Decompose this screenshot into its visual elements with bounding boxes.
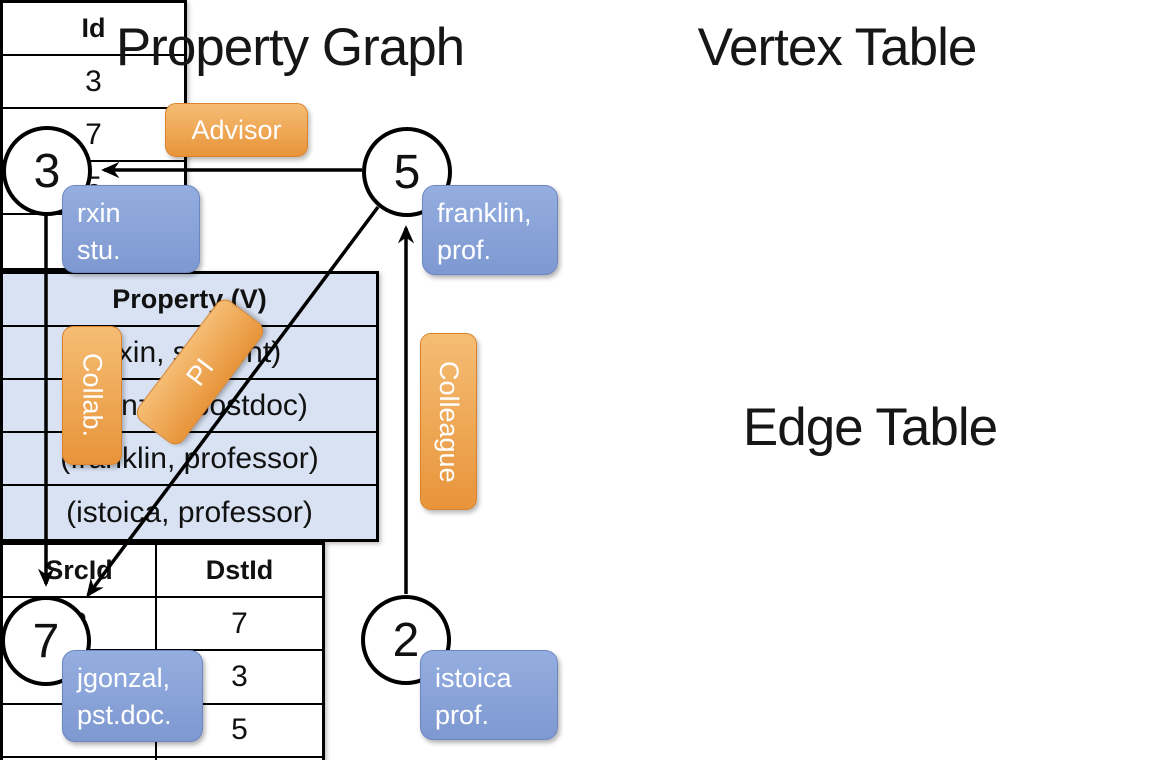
vertex-box-line: prof. <box>435 700 490 731</box>
graph-edges <box>37 161 415 598</box>
table-cell: 7 <box>3 109 184 162</box>
table-cell: (istoica, professor) <box>3 486 376 539</box>
edge-label-collab: Collab. <box>62 326 122 465</box>
vertex-table-header-id: Id <box>3 3 184 56</box>
vertex-box-line: stu. <box>77 235 121 266</box>
vertex-box-istoica: istoica prof. <box>420 650 558 740</box>
vertex-box-line: istoica <box>435 663 512 693</box>
table-cell: 5 <box>157 705 322 758</box>
vertex-box-line: pst.doc. <box>77 700 172 731</box>
node-circle-5: 5 <box>362 127 452 217</box>
property-graph-title: Property Graph <box>115 18 465 77</box>
vertex-table-title: Vertex Table <box>697 18 978 77</box>
vertex-box-line: rxin <box>77 198 121 228</box>
edge-label-colleague: Colleague <box>420 333 477 510</box>
edge-table-header-dstid: DstId <box>157 545 322 599</box>
vertex-table-header-property: Property (V) <box>3 274 376 327</box>
vertex-box-rxin: rxin stu. <box>62 185 200 273</box>
edge-table-title: Edge Table <box>742 398 998 457</box>
vertex-box-jgonzal: jgonzal, pst.doc. <box>62 650 203 742</box>
edge-label-advisor: Advisor <box>165 103 308 157</box>
table-cell: 3 <box>157 651 322 705</box>
node-circle-2: 2 <box>361 595 451 685</box>
table-cell: 3 <box>3 56 184 109</box>
table-cell: 5 <box>3 757 157 760</box>
vertex-box-line: jgonzal, <box>77 663 171 693</box>
vertex-box-franklin: franklin, prof. <box>422 185 558 275</box>
vertex-box-line: franklin, <box>437 198 532 228</box>
edge-pi-arrow <box>86 205 380 598</box>
vertex-box-line: prof. <box>437 235 492 266</box>
table-cell: 7 <box>157 598 322 652</box>
